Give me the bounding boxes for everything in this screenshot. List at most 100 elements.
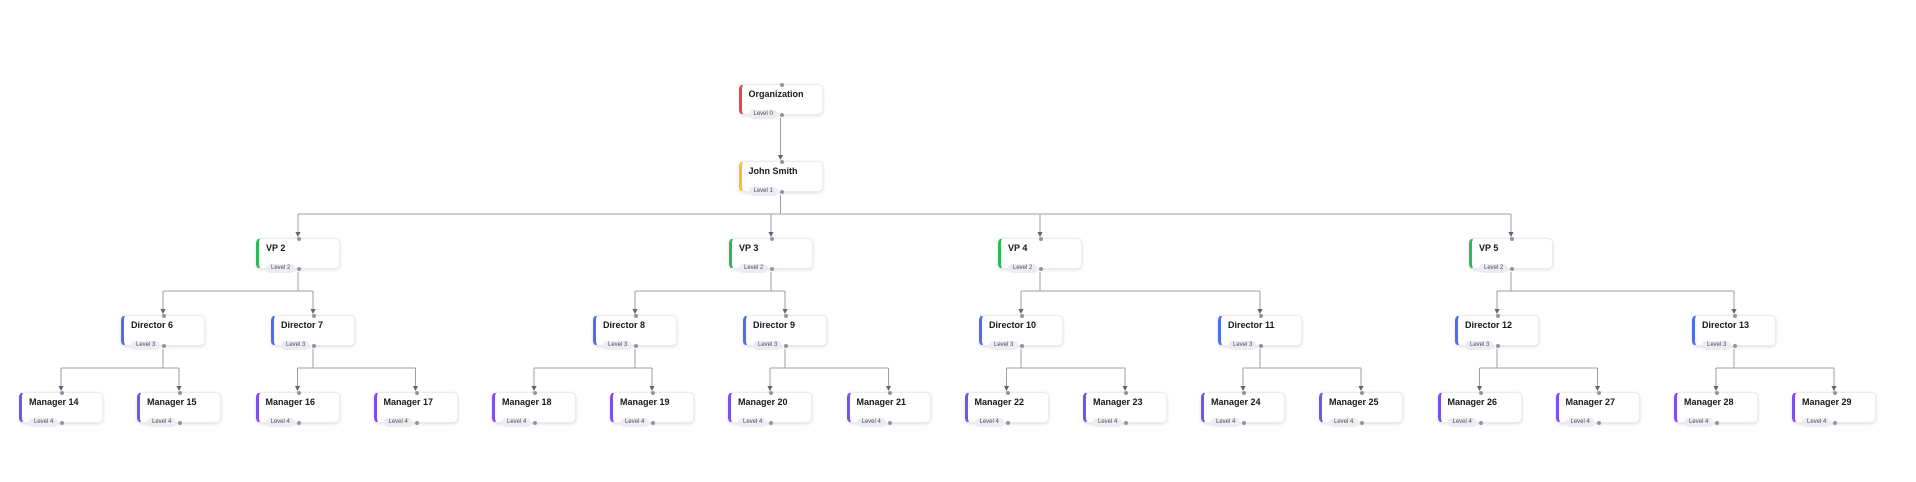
node-title: Manager 23 [1093,397,1143,407]
source-handle[interactable] [784,343,788,348]
target-handle[interactable] [1733,313,1737,318]
level-badge: Level 3 [1465,341,1495,350]
target-handle[interactable] [414,390,419,395]
target-handle[interactable] [651,390,655,395]
target-handle[interactable] [1596,390,1601,395]
target-handle[interactable] [1510,236,1514,241]
level-badge: Level 3 [753,341,783,350]
target-handle[interactable] [779,159,784,164]
source-handle[interactable] [779,189,784,194]
source-handle[interactable] [651,420,655,425]
target-handle[interactable] [312,313,316,318]
target-handle[interactable] [296,390,301,395]
target-handle[interactable] [1496,313,1500,318]
target-handle[interactable] [784,313,788,318]
source-handle[interactable] [1496,343,1500,348]
target-handle[interactable] [178,390,182,395]
node-title: Manager 19 [620,397,670,407]
source-handle[interactable] [887,420,892,425]
target-handle[interactable] [1124,390,1128,395]
source-handle[interactable] [634,343,638,348]
source-handle[interactable] [533,420,537,425]
source-handle[interactable] [1715,420,1719,425]
target-handle[interactable] [60,390,64,395]
source-handle[interactable] [312,343,316,348]
source-handle[interactable] [60,420,64,425]
source-handle[interactable] [1478,420,1483,425]
target-handle[interactable] [887,390,892,395]
target-handle[interactable] [1478,390,1483,395]
target-handle[interactable] [1833,390,1837,395]
org-node-director-9[interactable]: Director 9 Level 3 [743,313,827,350]
target-handle[interactable] [162,313,166,318]
target-handle[interactable] [1242,390,1246,395]
source-handle[interactable] [1733,343,1737,348]
source-handle[interactable] [1259,343,1263,348]
source-handle[interactable] [162,343,166,348]
source-handle[interactable] [1039,266,1043,271]
node-title: Director 13 [1702,320,1750,330]
source-handle[interactable] [1124,420,1128,425]
source-handle[interactable] [770,266,774,271]
node-title: Director 9 [753,320,796,330]
source-handle[interactable] [1020,343,1024,348]
target-handle[interactable] [1039,236,1043,241]
source-handle[interactable] [296,420,301,425]
source-handle[interactable] [1360,420,1364,425]
level-badge: Level 4 [265,418,295,427]
org-node-manager-16[interactable]: Manager 16 Level 4 [255,390,340,427]
target-handle[interactable] [634,313,638,318]
target-handle[interactable] [779,82,784,87]
source-handle[interactable] [769,420,773,425]
source-handle[interactable] [1005,420,1010,425]
target-handle[interactable] [297,236,301,241]
source-handle[interactable] [1833,420,1837,425]
node-title: Manager 16 [265,397,316,407]
source-handle[interactable] [1596,420,1601,425]
source-handle[interactable] [1242,420,1246,425]
source-handle[interactable] [178,420,182,425]
level-badge: Level 4 [1684,418,1714,427]
target-handle[interactable] [1715,390,1719,395]
target-handle[interactable] [769,390,773,395]
target-handle[interactable] [1020,313,1024,318]
source-handle[interactable] [779,112,784,117]
target-handle[interactable] [533,390,537,395]
source-handle[interactable] [414,420,419,425]
target-handle[interactable] [1259,313,1263,318]
target-handle[interactable] [1360,390,1364,395]
target-handle[interactable] [770,236,774,241]
source-handle[interactable] [297,266,301,271]
source-handle[interactable] [1510,266,1514,271]
target-handle[interactable] [1005,390,1010,395]
